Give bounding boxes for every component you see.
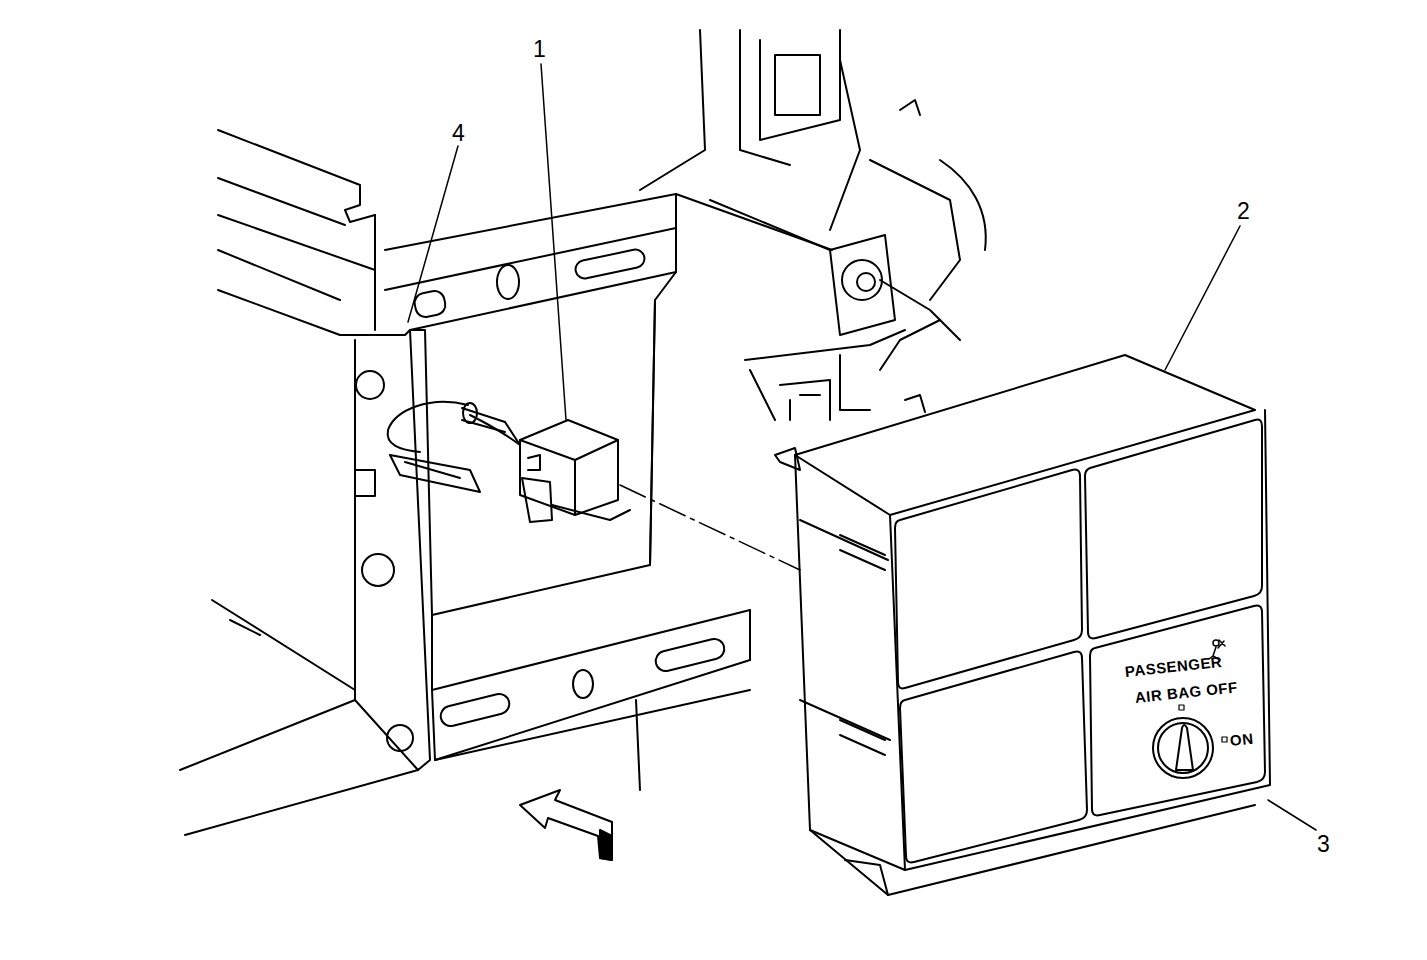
airbag-switch-connector (388, 402, 800, 570)
direction-arrow-shade (600, 830, 612, 860)
direction-arrow (520, 790, 612, 860)
leader-lines (408, 64, 1316, 830)
callout-number: 4 (452, 122, 465, 145)
dash-structure (218, 30, 986, 420)
callout-number: 3 (1317, 833, 1330, 856)
panel-text: ON (1229, 731, 1254, 748)
callout-number: 1 (533, 38, 546, 61)
callout-number: 2 (1237, 200, 1250, 223)
mounting-bracket (180, 194, 832, 835)
panel-text: PASSENGER (1124, 654, 1223, 679)
panel-text: AIR BAG OFF (1134, 679, 1238, 705)
switch-module (775, 355, 1270, 895)
